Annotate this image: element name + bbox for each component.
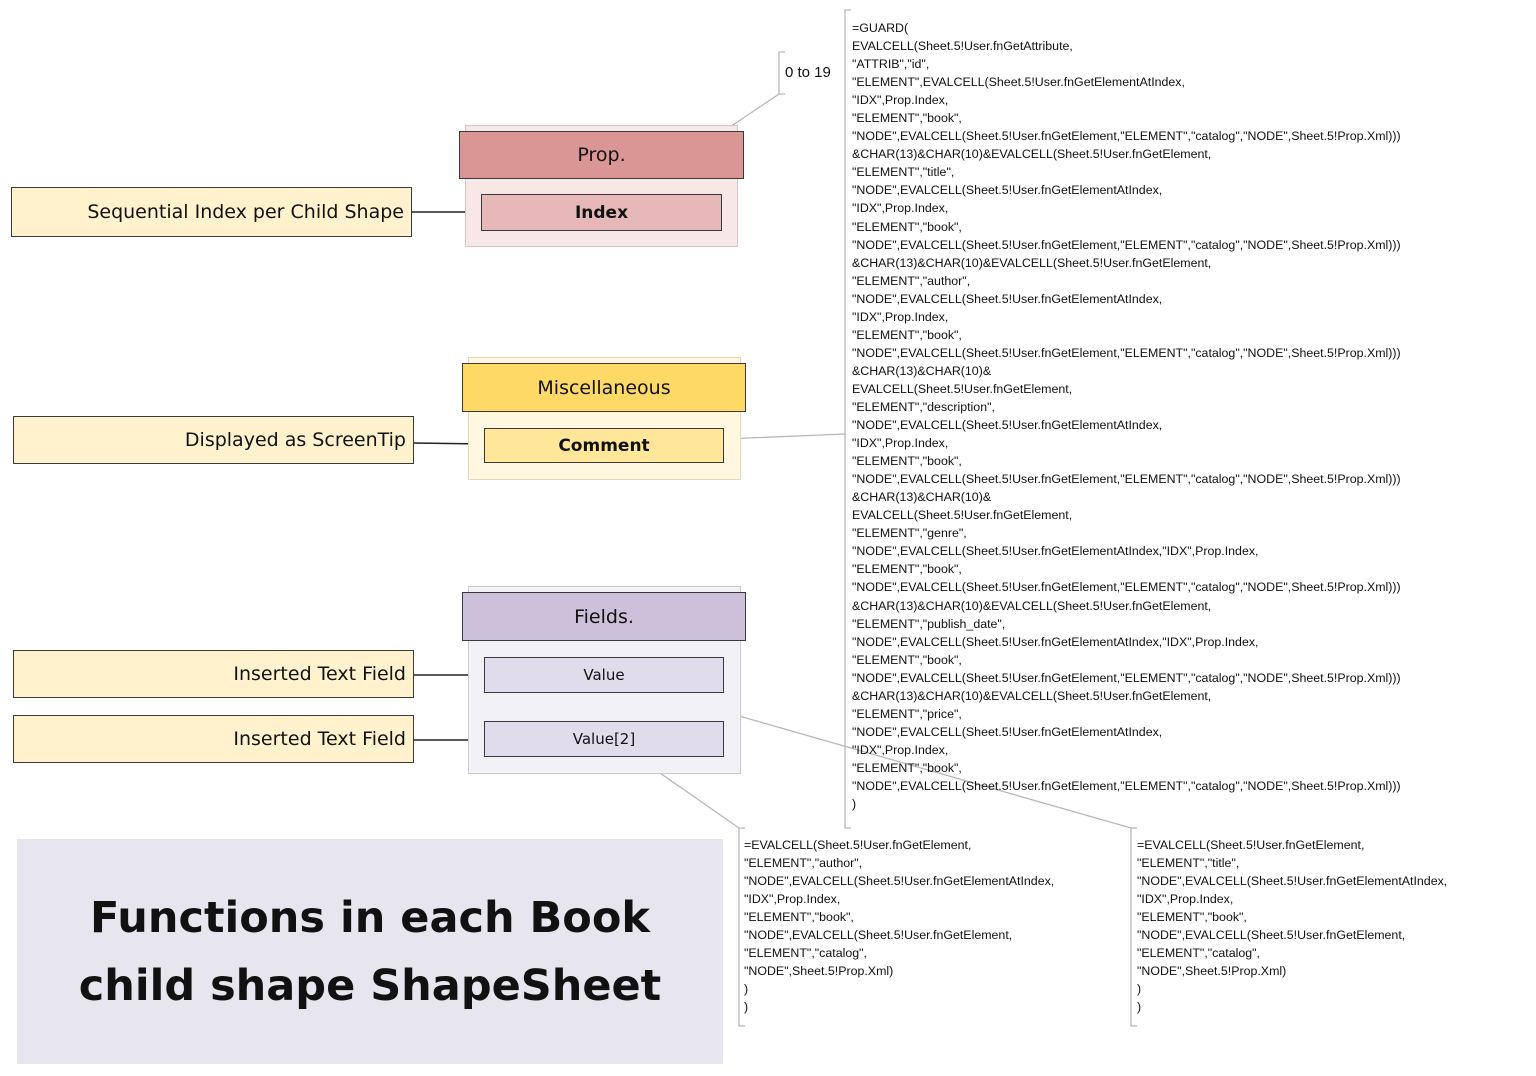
prop-index-row[interactable]: Index: [481, 194, 722, 231]
prop-section-header: Prop.: [459, 131, 744, 179]
formula-value: =EVALCELL(Sheet.5!User.fnGetElement, "EL…: [1137, 838, 1448, 1015]
callout-inserted-text-field-1: Inserted Text Field: [13, 650, 414, 698]
callout-inserted-text-field-2: Inserted Text Field: [13, 715, 414, 763]
callout-sequential-index: Sequential Index per Child Shape: [11, 187, 412, 237]
misc-comment-row[interactable]: Comment: [484, 428, 724, 463]
index-range-label: 0 to 19: [785, 64, 831, 81]
fields-value2-row[interactable]: Value[2]: [484, 721, 724, 757]
leader-comment-formula: [723, 433, 846, 440]
page-title: Functions in each Book child shape Shape…: [78, 892, 662, 1011]
bracket-range: [778, 51, 785, 95]
title-box: Functions in each Book child shape Shape…: [17, 839, 723, 1064]
callout-screentip: Displayed as ScreenTip: [13, 416, 414, 464]
formula-value2: =EVALCELL(Sheet.5!User.fnGetElement, "EL…: [744, 838, 1055, 1015]
bracket-value-formula: [1130, 827, 1137, 1027]
fields-value-row[interactable]: Value: [484, 657, 724, 693]
fields-section-header: Fields.: [462, 592, 746, 641]
formula-comment: =GUARD( EVALCELL(Sheet.5!User.fnGetAttri…: [852, 21, 1401, 812]
bracket-comment-formula: [844, 9, 851, 829]
misc-section-header: Miscellaneous: [462, 363, 746, 412]
bracket-value2-formula: [738, 827, 745, 1027]
